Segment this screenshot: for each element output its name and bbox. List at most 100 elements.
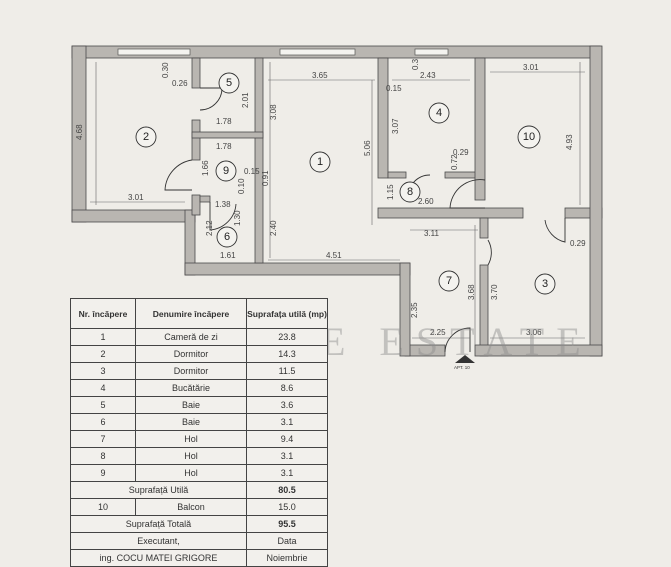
dim-label: 2.12	[205, 220, 214, 236]
room-name: Bucătărie	[135, 379, 247, 397]
svg-text:1: 1	[317, 156, 323, 168]
column-header: Suprafața utilă (mp)	[246, 298, 328, 329]
room-name: Baie	[135, 396, 247, 414]
dim-label: 5.06	[363, 140, 372, 156]
room-6-marker: 6	[216, 226, 238, 248]
room-2-marker: 2	[135, 126, 157, 148]
balcony-row: 10 Balcon 15.0	[70, 498, 328, 516]
room-area: 23.8	[246, 328, 328, 346]
room-number: 7	[70, 430, 136, 448]
room-number: 8	[70, 447, 136, 465]
dim-label: 2.60	[418, 197, 434, 206]
column-header: Nr. încăpere	[70, 298, 136, 329]
svg-text:8: 8	[407, 186, 413, 198]
dim-label: 2.25	[430, 328, 446, 337]
room-area: 15.0	[246, 498, 328, 516]
dim-label: 4.51	[326, 251, 342, 260]
walls	[71, 45, 603, 357]
svg-text:5: 5	[226, 77, 232, 89]
room-name: Dormitor	[135, 345, 247, 363]
dim-label: 4.93	[565, 134, 574, 150]
room-area: 3.1	[246, 464, 328, 482]
dim-label: 0.15	[386, 84, 402, 93]
svg-text:APT. 10: APT. 10	[454, 365, 470, 370]
svg-text:9: 9	[223, 165, 229, 177]
executant-label: Executant,	[70, 532, 247, 550]
dim-label: 3.01	[523, 63, 539, 72]
dim-label: 1.15	[386, 184, 395, 200]
total-area-label: Suprafață Totală	[70, 515, 247, 533]
svg-text:6: 6	[224, 231, 230, 243]
dim-label: 4.68	[75, 124, 84, 140]
dim-label: 0.29	[453, 148, 469, 157]
dim-label: 3.11	[424, 229, 440, 238]
total-area-value: 95.5	[246, 515, 328, 533]
dim-label: 0.72	[450, 154, 459, 170]
room-number: 1	[70, 328, 136, 346]
room-number: 9	[70, 464, 136, 482]
dim-label: 0.29	[570, 239, 586, 248]
room-name: Hol	[135, 430, 247, 448]
dim-label: 3.68	[467, 284, 476, 300]
dim-label: 3.65	[312, 71, 328, 80]
room-name: Baie	[135, 413, 247, 431]
room-area-table: Nr. încăpere Denumire încăpere Suprafața…	[70, 298, 328, 567]
dim-label: 0.15	[244, 167, 260, 176]
room-number: 10	[70, 498, 136, 516]
room-8-marker: 8	[399, 181, 421, 203]
dim-label: 3.06	[526, 328, 542, 337]
column-header: Denumire încăpere	[135, 298, 247, 329]
svg-text:3: 3	[542, 278, 548, 290]
dim-label: 0.30	[161, 62, 170, 78]
dim-label: 0.10	[237, 178, 246, 194]
dim-label: 2.40	[269, 220, 278, 236]
dim-label: 2.43	[420, 71, 436, 80]
svg-text:10: 10	[523, 131, 535, 143]
dim-label: 2.35	[410, 302, 419, 318]
dim-label: 1.38	[215, 200, 231, 209]
room-number: 5	[70, 396, 136, 414]
apartment-entrance-marker: APT. 10	[454, 355, 475, 370]
room-area: 11.5	[246, 362, 328, 380]
executant-header-row: Executant, Data	[70, 532, 328, 550]
room-3-marker: 3	[534, 273, 556, 295]
room-7-marker: 7	[438, 270, 460, 292]
room-area: 14.3	[246, 345, 328, 363]
useful-area-row: Suprafață Utilă 80.5	[70, 481, 328, 499]
dim-label: 1.66	[201, 160, 210, 176]
dim-label: 1.78	[216, 117, 232, 126]
dim-label: 1.30	[233, 210, 242, 226]
svg-text:7: 7	[446, 275, 452, 287]
total-area-row: Suprafață Totală 95.5	[70, 515, 328, 533]
room-9-marker: 9	[215, 160, 237, 182]
dim-label: 1.61	[220, 251, 236, 260]
room-number: 4	[70, 379, 136, 397]
svg-text:2: 2	[143, 131, 149, 143]
room-10-marker: 10	[517, 125, 541, 149]
room-number: 3	[70, 362, 136, 380]
date-value: Noiembrie	[246, 549, 328, 567]
useful-area-value: 80.5	[246, 481, 328, 499]
room-name: Hol	[135, 447, 247, 465]
room-name: Dormitor	[135, 362, 247, 380]
room-5-marker: 5	[218, 72, 240, 94]
executant-row: ing. COCU MATEI GRIGORE Noiembrie	[70, 549, 328, 567]
room-number: 6	[70, 413, 136, 431]
room-name: Balcon	[135, 498, 247, 516]
room-area: 3.1	[246, 447, 328, 465]
room-area: 9.4	[246, 430, 328, 448]
room-1-marker: 1	[309, 151, 331, 173]
svg-text:4: 4	[436, 107, 442, 119]
dim-label: 0.91	[261, 170, 270, 186]
room-number: 2	[70, 345, 136, 363]
executant-name: ing. COCU MATEI GRIGORE	[70, 549, 247, 567]
